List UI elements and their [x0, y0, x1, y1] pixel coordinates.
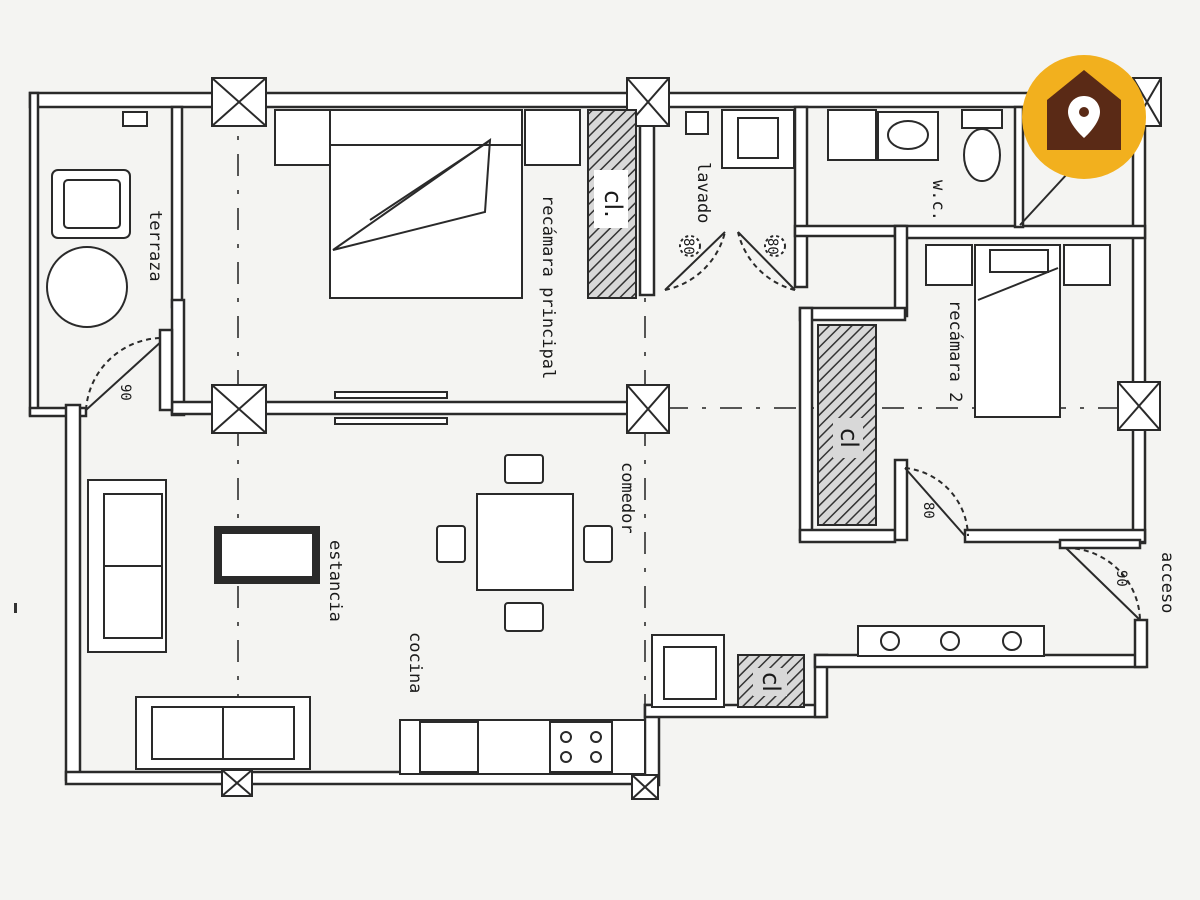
- door-size-lavado-left: 80: [680, 238, 696, 255]
- closet-label-principal: cl.: [599, 190, 627, 218]
- master-bedroom: [274, 109, 637, 425]
- home-location-badge[interactable]: [1022, 55, 1146, 179]
- kitchen-fixtures: [399, 625, 1045, 775]
- laundry-area: [664, 109, 796, 291]
- room-label-recamara-2: recámara 2: [945, 300, 965, 402]
- room-label-acceso: acceso: [1157, 552, 1177, 613]
- room-label-terraza: terraza: [145, 210, 165, 282]
- terrace-area: [46, 111, 174, 412]
- room-label-wc: w.c.: [928, 180, 948, 221]
- door-size-terraza: 90: [117, 384, 133, 401]
- closet-label-recamara-2: cl: [835, 428, 863, 448]
- room-label-recamara-principal: recámara principal: [538, 195, 558, 379]
- room-label-cocina: cocina: [405, 632, 425, 693]
- closet-label-cocina: cl: [757, 672, 785, 692]
- room-label-estancia: estancia: [325, 540, 345, 622]
- room-label-lavado: lavado: [693, 162, 713, 223]
- door-size-lavado-right: 80: [764, 238, 780, 255]
- home-location-icon: [1047, 70, 1121, 150]
- door-size-acceso: 90: [1113, 570, 1129, 587]
- living-furniture: [87, 479, 320, 770]
- room-label-comedor: comedor: [617, 462, 637, 534]
- door-size-recamara-2: 80: [920, 502, 936, 519]
- entry-door: [1065, 547, 1141, 621]
- bathroom-area: [827, 109, 1081, 226]
- dining-set: [436, 454, 613, 632]
